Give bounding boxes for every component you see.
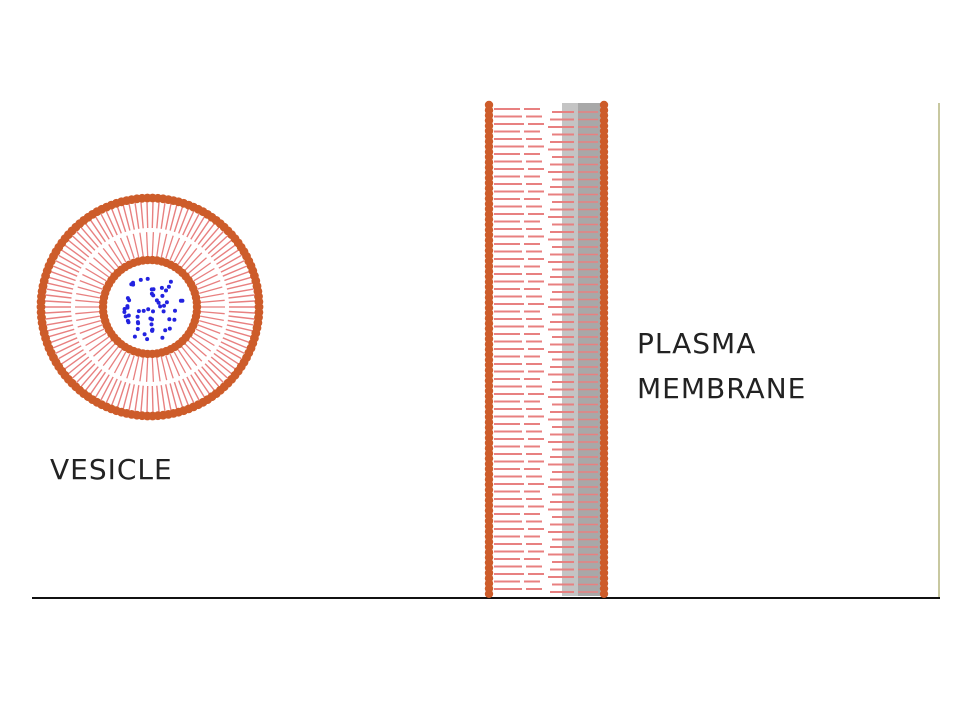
vesicle-label: VESICLE [50,453,173,486]
plasma-membrane-bilayer [484,100,609,598]
vesicle-lipid-heads [36,193,264,421]
membrane-lipid-tails [494,108,598,593]
membrane-protein-layer [562,103,602,596]
plasma-membrane-label-line2: MEMBRANE [637,372,807,405]
vesicle-cargo [122,276,185,342]
vesicle-shape [36,193,264,421]
membrane-lipid-heads [484,100,609,598]
plasma-membrane-label-line1: PLASMA [637,327,757,360]
vesicle-lipid-tails [45,201,255,413]
